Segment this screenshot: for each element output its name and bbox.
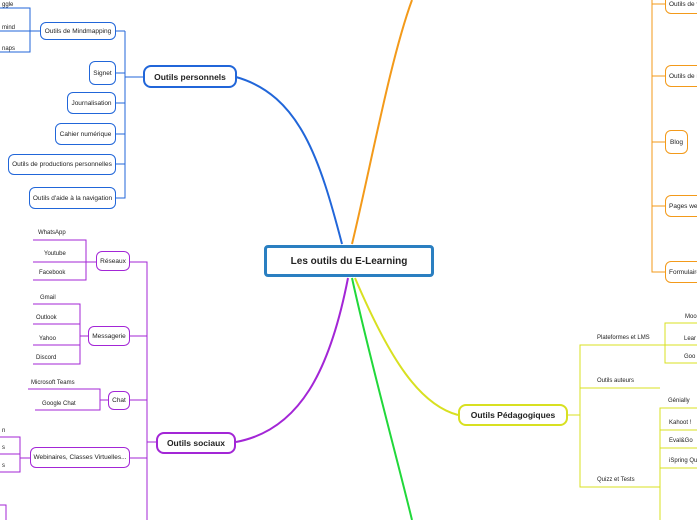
node-signet[interactable]: Signet	[89, 61, 116, 85]
leaf-mind-1[interactable]: ggle	[2, 1, 14, 8]
leaf-kahoot[interactable]: Kahoot !	[669, 420, 692, 426]
leaf-webinaire-2[interactable]: s	[2, 444, 5, 451]
leaf-youtube[interactable]: Youtube	[44, 251, 66, 257]
leaf-moodle[interactable]: Moo	[685, 314, 697, 320]
node-outils-sociaux[interactable]: Outils sociaux	[156, 432, 236, 454]
leaf-mind-3[interactable]: naps	[2, 45, 16, 52]
node-outils-personnels[interactable]: Outils personnels	[143, 65, 237, 88]
leaf-ispring[interactable]: iSpring Qu	[669, 458, 697, 464]
node-blog[interactable]: Blog	[665, 130, 688, 154]
leaf-google[interactable]: Goo	[684, 354, 696, 360]
node-outils-mindmapping[interactable]: Outils de Mindmapping	[40, 22, 116, 40]
node-orange-1[interactable]: Outils de v	[665, 0, 697, 14]
node-plateformes-lms[interactable]: Plateformes et LMS	[597, 335, 650, 341]
node-outils-auteurs[interactable]: Outils auteurs	[597, 378, 635, 384]
node-messagerie[interactable]: Messagerie	[88, 326, 130, 346]
node-pages-web[interactable]: Pages web	[665, 195, 697, 217]
node-orange-2[interactable]: Outils de r	[665, 65, 697, 87]
leaf-facebook[interactable]: Facebook	[39, 270, 66, 276]
node-chat[interactable]: Chat	[108, 391, 130, 410]
leaf-google-chat[interactable]: Google Chat	[42, 401, 76, 407]
central-topic[interactable]: Les outils du E-Learning	[264, 245, 434, 277]
branch-pedagogiques	[354, 277, 459, 416]
node-quizz-tests[interactable]: Quizz et Tests	[597, 477, 635, 483]
leaf-learn[interactable]: Lear	[684, 336, 697, 342]
leaf-discord[interactable]: Discord	[36, 355, 57, 361]
leaf-webinaire-3[interactable]: s	[2, 462, 5, 469]
node-productions-personnelles[interactable]: Outils de productions personnelles	[8, 154, 116, 175]
branch-sociaux	[235, 277, 349, 443]
leaf-gmail[interactable]: Gmail	[40, 295, 56, 301]
node-outils-pedagogiques[interactable]: Outils Pédagogiques	[458, 404, 568, 426]
leaf-microsoft-teams[interactable]: Microsoft Teams	[31, 380, 75, 386]
leaf-mind-2[interactable]: mind	[2, 24, 16, 31]
leaf-evalgo[interactable]: Eval&Go	[669, 438, 693, 444]
node-reseaux[interactable]: Réseaux	[96, 251, 130, 271]
branch-green	[351, 277, 413, 520]
node-cahier-numerique[interactable]: Cahier numérique	[55, 123, 116, 145]
branch-personnels	[235, 76, 343, 245]
branch-orange	[351, 0, 413, 245]
node-webinaires[interactable]: Webinaires, Classes Virtuelles...	[30, 447, 130, 468]
node-aide-navigation[interactable]: Outils d'aide à la navigation	[29, 187, 116, 209]
leaf-webinaire-1[interactable]: n	[2, 427, 6, 434]
leaf-yahoo[interactable]: Yahoo	[39, 336, 56, 342]
leaf-outlook[interactable]: Outlook	[36, 315, 57, 321]
leaf-whatsapp[interactable]: WhatsApp	[38, 230, 66, 236]
node-journalisation[interactable]: Journalisation	[67, 92, 116, 114]
leaf-genially[interactable]: Génially	[668, 398, 690, 404]
node-formulaire[interactable]: Formulaire	[665, 261, 697, 283]
